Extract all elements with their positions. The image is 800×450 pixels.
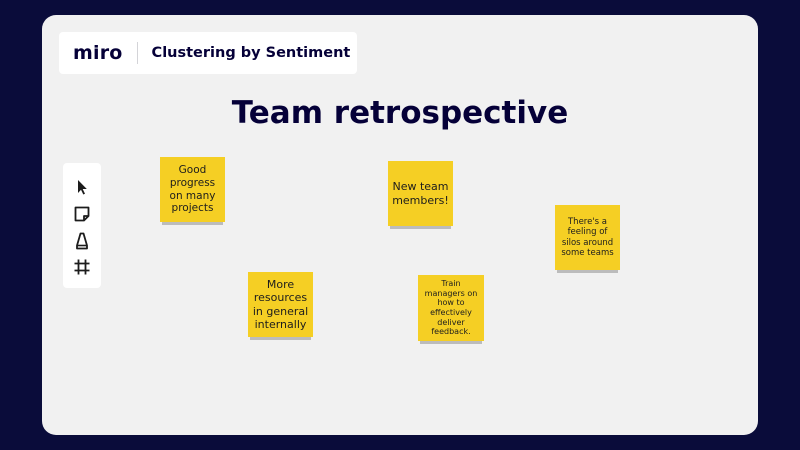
board-header: miro Clustering by Sentiment: [59, 32, 357, 74]
board-title[interactable]: Team retrospective: [231, 95, 569, 131]
sticky-note[interactable]: More resources in general internally: [248, 272, 313, 337]
tools-toolbar: [63, 163, 101, 288]
sticky-note[interactable]: New team members!: [388, 161, 453, 226]
sticky-note-icon[interactable]: [72, 204, 92, 224]
miro-logo[interactable]: miro: [73, 42, 123, 64]
sticky-note[interactable]: Train managers on how to effectively del…: [418, 275, 484, 341]
sticky-note[interactable]: There's a feeling of silos around some t…: [555, 205, 620, 270]
header-divider: [136, 42, 138, 64]
whiteboard-canvas[interactable]: miro Clustering by Sentiment Team retros…: [42, 15, 758, 435]
select-cursor-icon[interactable]: [72, 177, 92, 197]
board-name[interactable]: Clustering by Sentiment: [151, 45, 351, 61]
pen-icon[interactable]: [72, 231, 92, 251]
frame-icon[interactable]: [72, 257, 92, 277]
sticky-note[interactable]: Good progress on many projects: [160, 157, 225, 222]
